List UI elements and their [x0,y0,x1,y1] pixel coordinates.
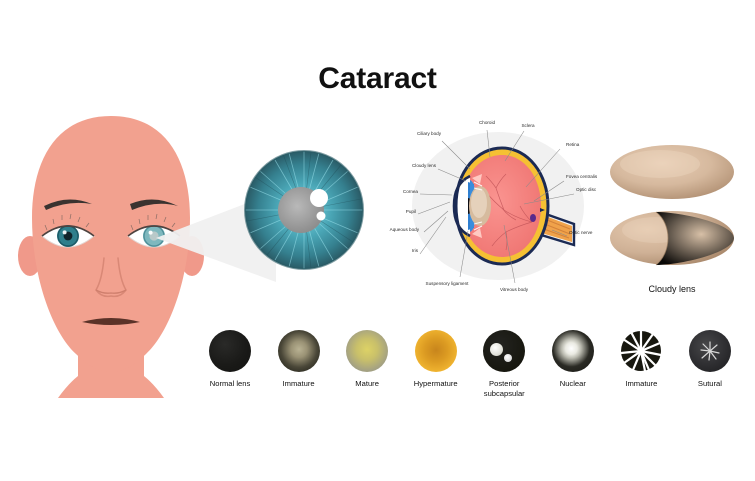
page-title: Cataract [318,62,437,95]
cloudy-lens-pair [610,145,734,266]
lens-disc-hypermature [414,330,457,372]
anat-label-sclera: Sclera [521,123,535,128]
lens-label-normal-lens: Normal lens [209,379,251,388]
anat-label-cornea: Cornea [402,189,418,194]
face-normal-eye [41,213,95,248]
opacity-blob-small [504,354,513,362]
lens-label-hypermature: Hypermature [413,379,458,388]
anat-label-pupil: Pupil [405,209,416,214]
magnified-cataract-eye [244,150,364,270]
lens-disc-cortical [620,330,663,372]
lens-disc-immature [277,330,320,372]
patient-face [18,116,204,398]
eye-cross-section [412,132,584,280]
lens-disc-normal [209,330,251,372]
anat-label-vitreous-body: Vitreous body [499,287,529,292]
anat-label-optic-nerve: Optic nerve [569,230,593,235]
anat-label-iris: Iris [411,248,418,253]
sutural-star-icon [700,341,720,361]
lens-type-immature: Immature [265,330,333,399]
lens-type-normal-lens: Normal lens [196,330,264,399]
lens-type-sutural: Sutural [676,330,744,399]
lens-disc-nuclear [551,330,594,372]
anat-label-fovea-centralis: Fovea centralis [566,174,598,179]
cataract-types-row: Normal lens Immature Mature Hypermature … [196,330,744,399]
anatomy-leader-lines [417,129,575,284]
lens-label-immature-cortical: Immature [625,379,658,388]
anat-label-optic-disc: Optic disc [576,187,597,192]
anat-label-cloudy-lens: Cloudy lens [411,163,436,168]
lens-label-posterior-subcapsular: Posterior subcapsular [483,379,525,398]
lens-disc-mature [346,330,389,372]
lens-type-hypermature: Hypermature [402,330,470,399]
anat-label-retina: Retina [566,142,580,147]
cortical-spokes-icon [620,330,663,372]
lens-type-mature: Mature [333,330,401,399]
anat-label-aqueous-body: Aqueous body [389,227,419,232]
lens-type-nuclear: Nuclear [539,330,607,399]
lens-label-mature: Mature [355,379,379,388]
opacity-blob-large [490,343,504,356]
lens-disc-posterior-subcapsular [483,330,526,372]
lens-label-nuclear: Nuclear [559,379,586,388]
lens-type-immature-cortical: Immature [607,330,675,399]
cloudy-lens-caption: Cloudy lens [648,284,696,294]
lens-label-immature: Immature [282,379,315,388]
clear-lens-shape [610,145,734,199]
anat-label-choroid: Choroid [478,120,496,125]
lens-disc-sutural [688,330,731,372]
cloudy-lens-shape [610,211,734,266]
anat-label-ciliary-body: Ciliary body [417,131,441,136]
anat-label-suspensory-ligament: Suspensory ligament [425,281,469,286]
lens-label-sutural: Sutural [697,379,722,388]
lens-type-posterior-subcapsular: Posterior subcapsular [470,330,538,399]
